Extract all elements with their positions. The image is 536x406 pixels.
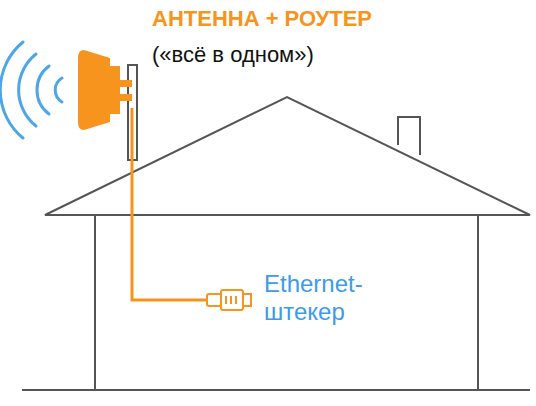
wifi-waves [0, 42, 62, 138]
ethernet-cable [132, 108, 207, 300]
antenna-router [78, 50, 132, 130]
plug-label: Ethernet- штекер [264, 270, 414, 325]
ethernet-plug-icon [207, 290, 251, 310]
device-subtitle: («всё в одном») [152, 42, 314, 67]
device-title: АНТЕННА + РОУТЕР [152, 6, 372, 31]
